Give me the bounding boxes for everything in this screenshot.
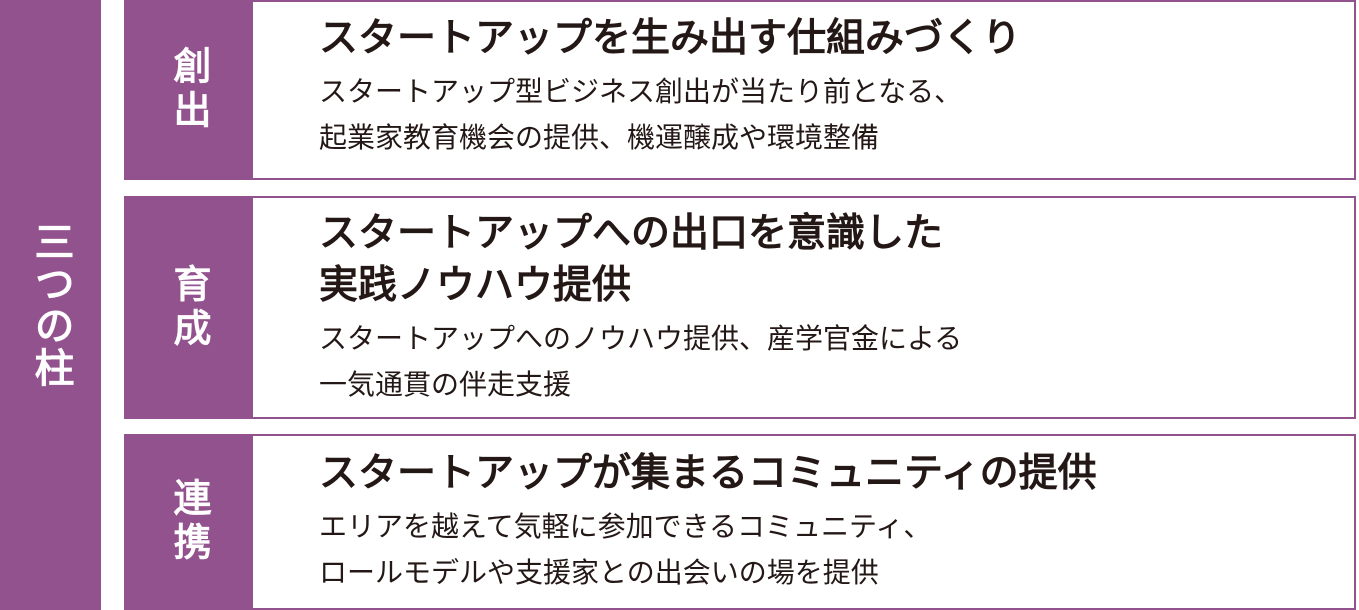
pillar-nurture: 育成 スタートアップへの出口を意識した 実践ノウハウ提供 スタートアップへのノウ… — [124, 196, 1356, 419]
pillar-content: スタートアップへの出口を意識した 実践ノウハウ提供 スタートアップへのノウハウ提… — [319, 198, 1334, 417]
pillar-title: スタートアップへの出口を意識した 実践ノウハウ提供 — [319, 208, 1334, 312]
pillar-description-line: 一気通貫の伴走支援 — [319, 367, 572, 401]
pillar-title: スタートアップを生み出す仕組みづくり — [319, 16, 1022, 61]
three-pillars-label: 三つの柱 — [0, 0, 101, 610]
pillar-title-line: 実践ノウハウ提供 — [319, 262, 632, 308]
pillar-tag-creation: 創出 — [126, 2, 253, 178]
pillar-tag-link: 連携 — [126, 436, 253, 608]
pillar-description-line: ロールモデルや支援家との出会いの場を提供 — [319, 556, 879, 589]
pillar-description: スタートアップへのノウハウ提供、産学官金による 一気通貫の伴走支援 — [319, 316, 1334, 408]
pillar-tag-label: 連携 — [167, 478, 211, 566]
pillar-link: 連携 スタートアップが集まるコミュニティの提供 エリアを越えて気軽に参加できるコ… — [124, 434, 1356, 610]
three-pillars-text: 三つの柱 — [27, 221, 74, 389]
pillar-tag-nurture: 育成 — [126, 198, 253, 417]
pillar-creation: 創出 スタートアップを生み出す仕組みづくり スタートアップ型ビジネス創出が当たり… — [124, 0, 1356, 180]
pillar-title-line: スタートアップへの出口を意識した — [319, 210, 944, 256]
pillar-description: エリアを越えて気軽に参加できるコミュニティ、 ロールモデルや支援家との出会いの場… — [319, 504, 1334, 596]
pillar-content: スタートアップが集まるコミュニティの提供 エリアを越えて気軽に参加できるコミュニ… — [319, 436, 1334, 608]
pillar-tag-label: 創出 — [167, 46, 211, 134]
pillar-description-line: エリアを越えて気軽に参加できるコミュニティ、 — [319, 510, 932, 543]
pillar-title: スタートアップが集まるコミュニティの提供 — [319, 451, 1097, 496]
pillar-tag-label: 育成 — [167, 263, 211, 352]
pillar-description: スタートアップ型ビジネス創出が当たり前となる、 起業家教育機会の提供、機運醸成や… — [319, 69, 1334, 161]
pillar-description-line: スタートアップ型ビジネス創出が当たり前となる、 — [319, 75, 963, 108]
pillar-description-line: 起業家教育機会の提供、機運醸成や環境整備 — [319, 121, 880, 154]
pillar-description-line: スタートアップへのノウハウ提供、産学官金による — [319, 321, 963, 355]
pillar-content: スタートアップを生み出す仕組みづくり スタートアップ型ビジネス創出が当たり前とな… — [319, 2, 1334, 178]
